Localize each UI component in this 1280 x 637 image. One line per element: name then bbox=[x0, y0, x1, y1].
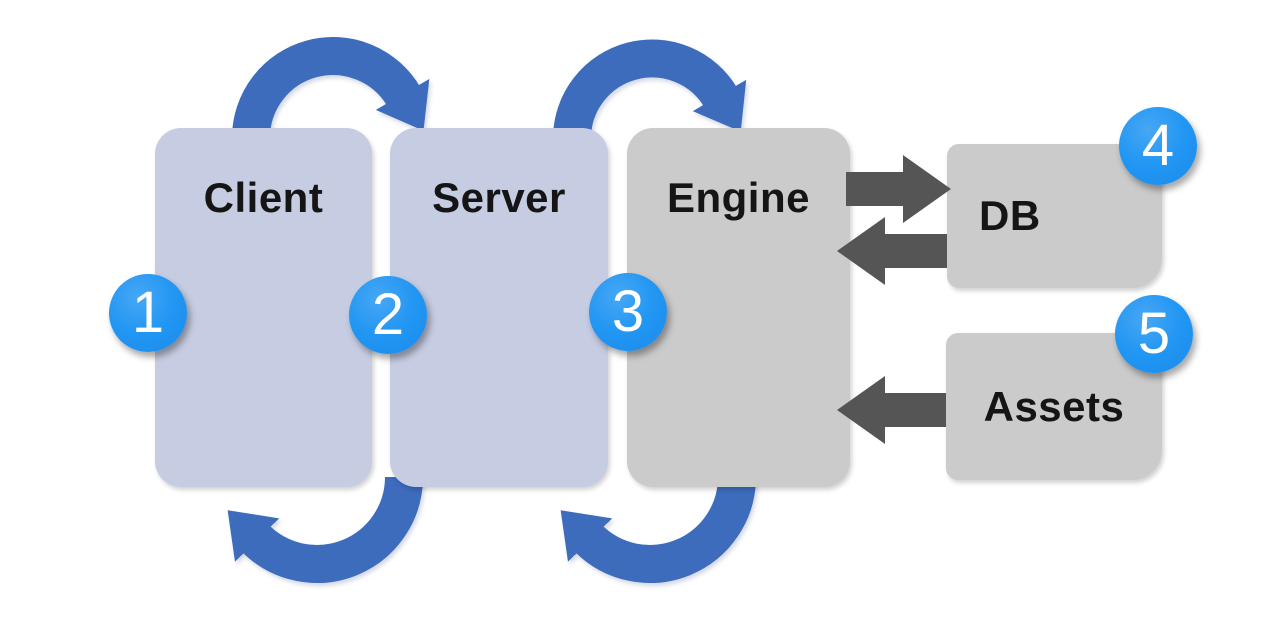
cycle-arrow-server-to-engine bbox=[553, 39, 747, 139]
step-badge-1: 1 bbox=[109, 274, 187, 352]
step-badge-5: 5 bbox=[1115, 295, 1193, 373]
node-assets-label: Assets bbox=[983, 382, 1125, 430]
cycle-arrow-server-to-client bbox=[227, 476, 423, 583]
step-badge-3: 3 bbox=[589, 273, 667, 351]
node-engine: Engine bbox=[627, 128, 850, 487]
node-server-label: Server bbox=[432, 174, 566, 221]
node-engine-label: Engine bbox=[666, 174, 810, 221]
cycle-arrow-engine-to-server bbox=[560, 476, 756, 583]
node-client: Client bbox=[155, 128, 372, 487]
node-db-label: DB bbox=[979, 192, 1041, 239]
node-client-label: Client bbox=[203, 174, 324, 221]
step-badge-4: 4 bbox=[1119, 107, 1197, 185]
step-badge-2: 2 bbox=[349, 276, 427, 354]
cycle-arrow-client-to-server bbox=[232, 37, 430, 139]
